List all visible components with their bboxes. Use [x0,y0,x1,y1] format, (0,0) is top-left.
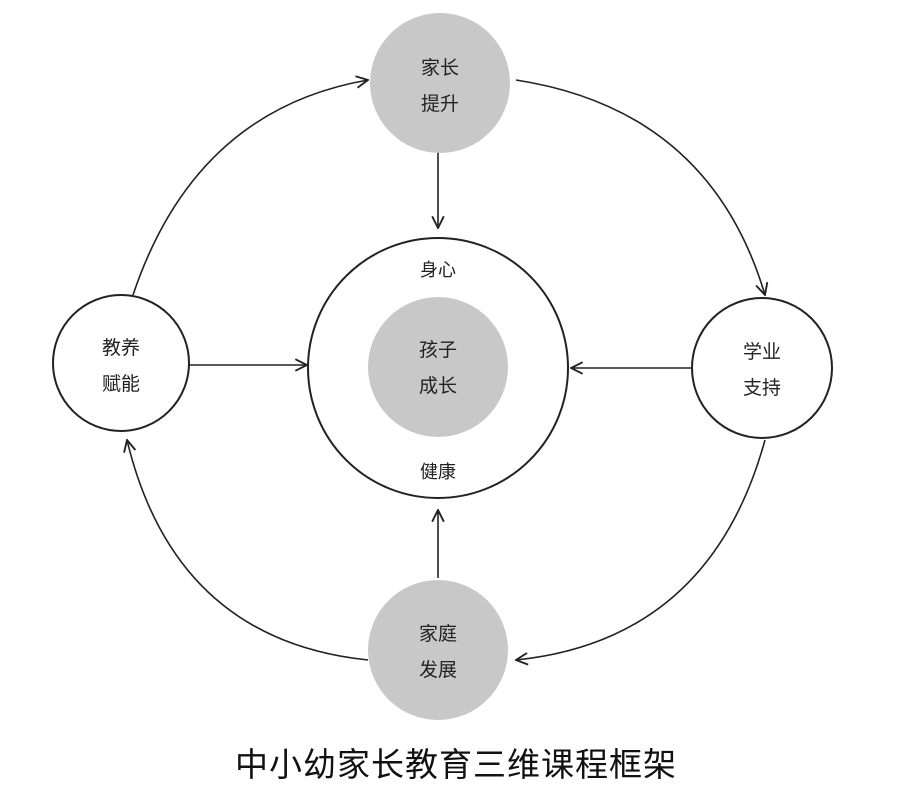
top-node-line1: 家长 [421,57,459,79]
right-node [691,297,833,439]
diagram-caption: 中小幼家长教育三维课程框架 [235,745,677,784]
left-node-line1: 教养 [102,337,140,359]
top-node-line2: 提升 [421,93,459,115]
arc-left-to-top [132,80,368,296]
bottom-node-line1: 家庭 [419,623,457,645]
center-node-line1: 孩子 [419,339,457,361]
ring-bottom-label: 健康 [420,462,456,483]
top-node [370,13,510,153]
bottom-node-line2: 发展 [419,659,457,681]
left-node [52,294,190,432]
bottom-node [368,580,508,720]
right-node-line1: 学业 [743,341,781,363]
right-node-line2: 支持 [743,377,781,399]
arc-bottom-to-left [127,440,369,661]
ring-top-label: 身心 [420,260,456,281]
left-node-line2: 赋能 [102,373,140,395]
center-node-line2: 成长 [419,375,457,397]
arc-top-to-right [515,79,765,295]
center-node [368,297,508,437]
arc-right-to-bottom [516,439,766,660]
